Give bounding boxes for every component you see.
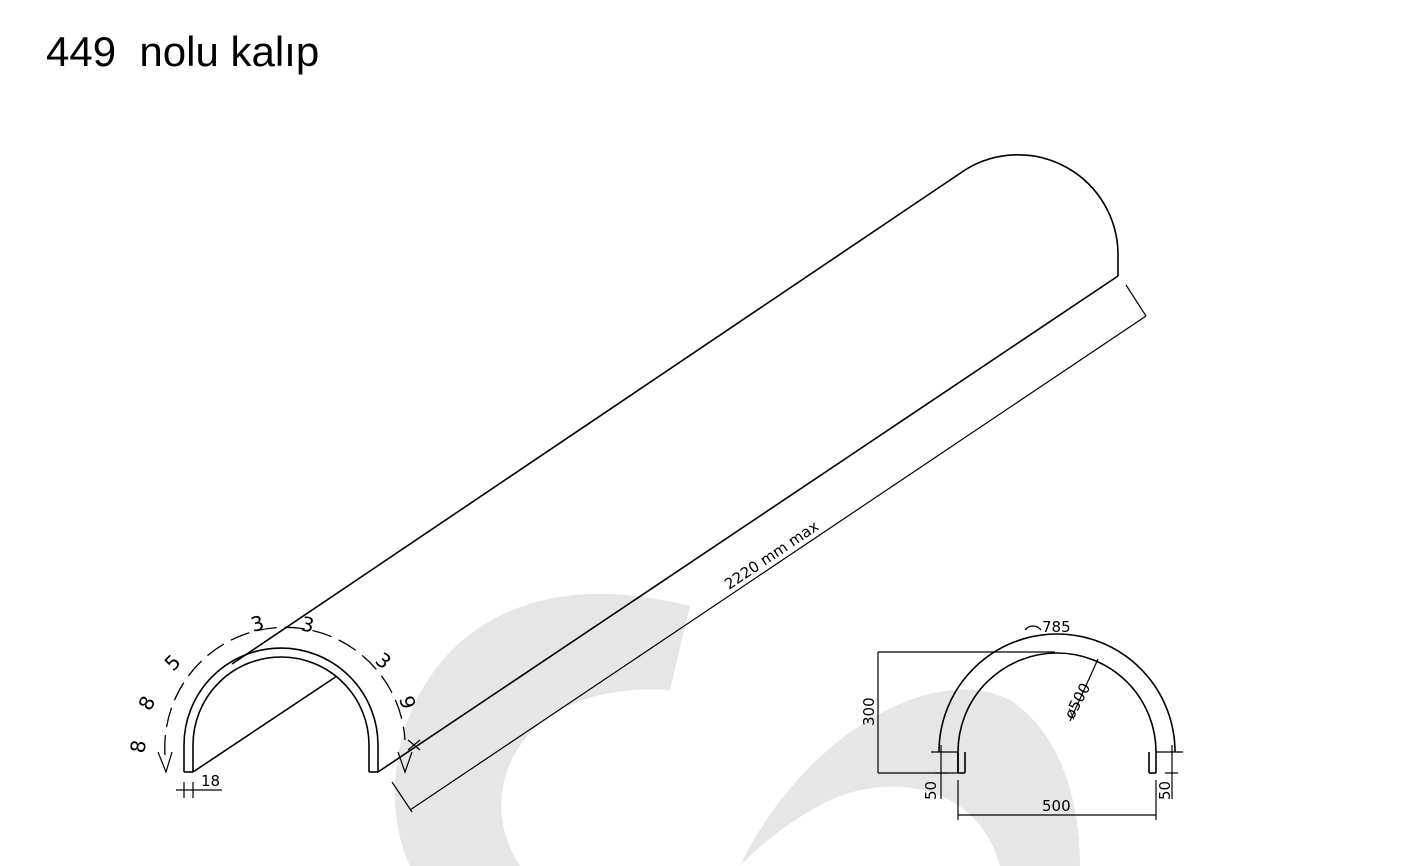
back-arc (964, 154, 1119, 276)
watermark-logo (394, 593, 1080, 866)
watermark-arc-left (394, 593, 690, 866)
page-title: 449 nolu kalıp (46, 28, 320, 75)
arc-digit-5: 3 (299, 611, 316, 637)
diameter-label: ø500 (1061, 680, 1095, 722)
arc-digit-2: 8 (133, 692, 160, 715)
leg-right-label: 50 (1156, 781, 1174, 800)
arc-digit-3: 5 (160, 650, 186, 676)
arc-length-label: 785 (1042, 618, 1071, 636)
arc-arrow-right (397, 751, 413, 774)
top-left-edge (231, 169, 966, 665)
section-inner-arc (957, 652, 1157, 773)
arc-digit-4: 3 (248, 610, 267, 636)
length-dimension-line (409, 315, 1147, 811)
arc-arrow-left (157, 751, 173, 774)
arc-symbol (1024, 625, 1042, 631)
front-inner-arc (192, 656, 370, 772)
arc-digit-1: 8 (125, 738, 151, 755)
arc-digit-7: 9 (394, 693, 420, 712)
arc-tick-b (407, 739, 421, 751)
section-outer-arc (938, 633, 1176, 753)
width-label: 500 (1042, 797, 1071, 815)
arc-length-dashed (164, 626, 406, 756)
watermark-arc-right (740, 689, 1080, 866)
length-ext-right (1125, 284, 1147, 317)
thickness-label: 18 (201, 772, 220, 790)
length-ext-left (391, 781, 413, 813)
length-label: 2220 mm max (721, 517, 822, 593)
arc-digit-6: 3 (371, 647, 396, 674)
inner-left-edge (192, 675, 338, 773)
leg-left-label: 50 (922, 781, 940, 800)
front-outer-arc (183, 647, 379, 772)
height-label: 300 (860, 697, 878, 726)
diameter-leader (1069, 658, 1099, 722)
right-bottom-edge (377, 275, 1119, 773)
